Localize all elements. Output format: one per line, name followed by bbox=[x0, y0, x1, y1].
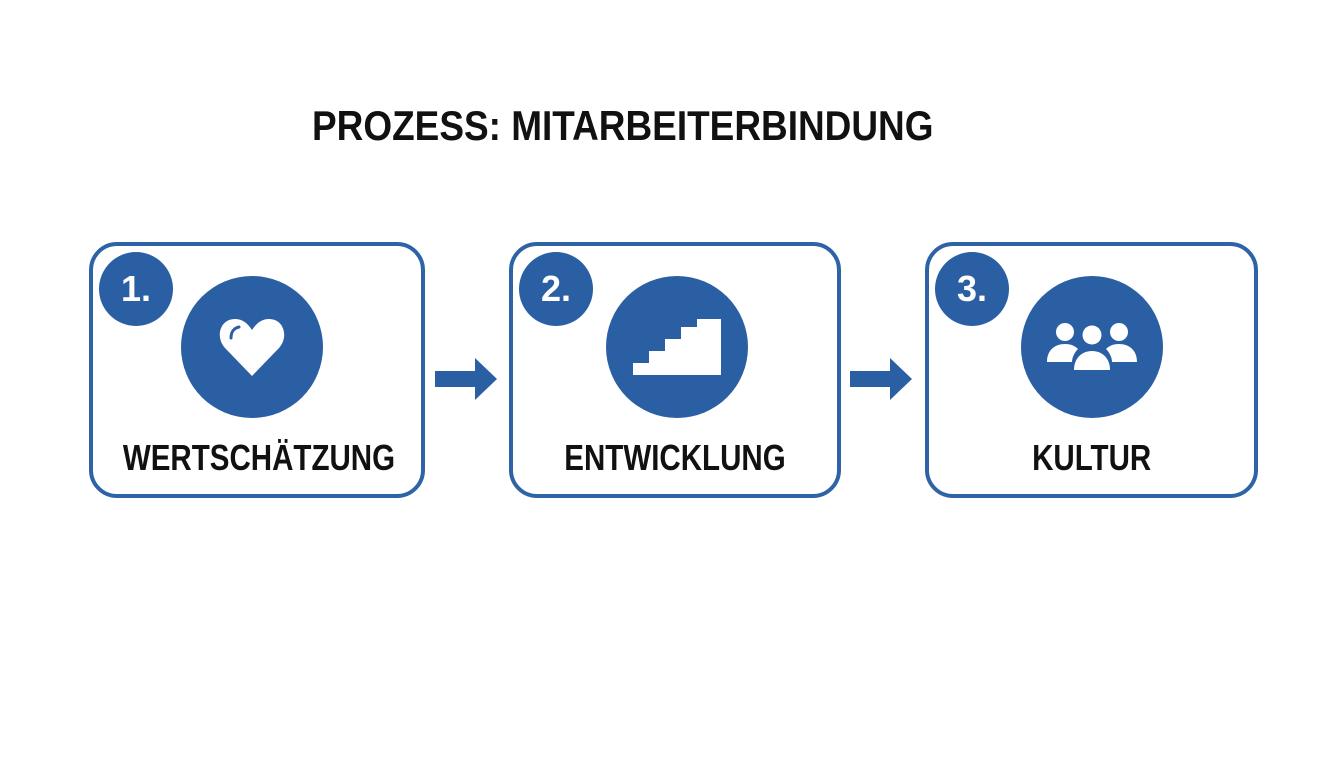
step-number-badge: 2. bbox=[519, 252, 593, 326]
step-label: WERTSCHÄTZUNG bbox=[122, 437, 396, 478]
step-number: 1. bbox=[120, 268, 152, 309]
heart-icon bbox=[219, 319, 285, 376]
step-icon-circle bbox=[1021, 276, 1163, 418]
stairs-icon bbox=[633, 319, 721, 375]
step-icon-circle bbox=[181, 276, 323, 418]
step-card-wertschaetzung: 1. WERTSCHÄTZUNG bbox=[89, 242, 425, 498]
step-label: KULTUR bbox=[1031, 437, 1152, 478]
step-number: 3. bbox=[956, 268, 988, 309]
step-number-badge: 1. bbox=[99, 252, 173, 326]
arrow-right-icon bbox=[850, 358, 912, 400]
arrow-right-icon bbox=[435, 358, 497, 400]
step-icon-circle bbox=[606, 276, 748, 418]
diagram-title: PROZESS: MITARBEITERBINDUNG bbox=[312, 102, 934, 149]
step-number-badge: 3. bbox=[935, 252, 1009, 326]
step-label: ENTWICKLUNG bbox=[564, 437, 786, 478]
people-group-icon bbox=[1047, 323, 1137, 372]
step-card-kultur: 3. KULTUR bbox=[925, 242, 1258, 498]
step-number: 2. bbox=[540, 268, 572, 309]
step-card-entwicklung: 2. ENTWICKLUNG bbox=[509, 242, 841, 498]
